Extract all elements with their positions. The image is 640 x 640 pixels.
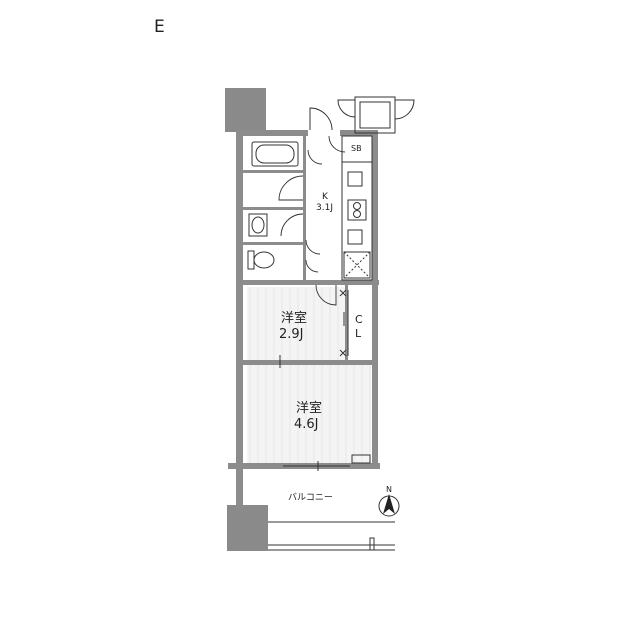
door-swings [278, 135, 346, 306]
bedroom-large-size: 4.6J [294, 417, 319, 432]
unit-label: E [154, 17, 165, 37]
floor-hatching [249, 287, 371, 463]
bathtub [251, 141, 299, 167]
balcony [268, 521, 395, 551]
closet-label-c: C [355, 313, 363, 326]
toilet [247, 250, 275, 270]
bedroom-small-name: 洋室 [281, 310, 307, 326]
balcony-window [279, 355, 371, 471]
compass-north-label: N [386, 485, 392, 494]
compass [378, 494, 400, 517]
kitchen-counter [341, 161, 373, 281]
interior-walls [243, 136, 379, 365]
closet [339, 289, 349, 357]
kitchen-name: K [322, 192, 329, 202]
shoebox-label: SB [351, 144, 362, 153]
bedroom-large-name: 洋室 [296, 400, 322, 416]
balcony-label: バルコニー [288, 492, 333, 503]
floor-bedroom-large [247, 365, 371, 463]
wash-basin [248, 213, 268, 237]
entrance-doors [309, 96, 415, 134]
closet-label-l: L [355, 327, 362, 340]
bedroom-small-size: 2.9J [279, 327, 304, 342]
kitchen-size: 3.1J [316, 203, 333, 213]
pillar-top [225, 88, 266, 132]
pillar-bottom [227, 505, 268, 551]
floor-bedroom-small [247, 287, 346, 360]
